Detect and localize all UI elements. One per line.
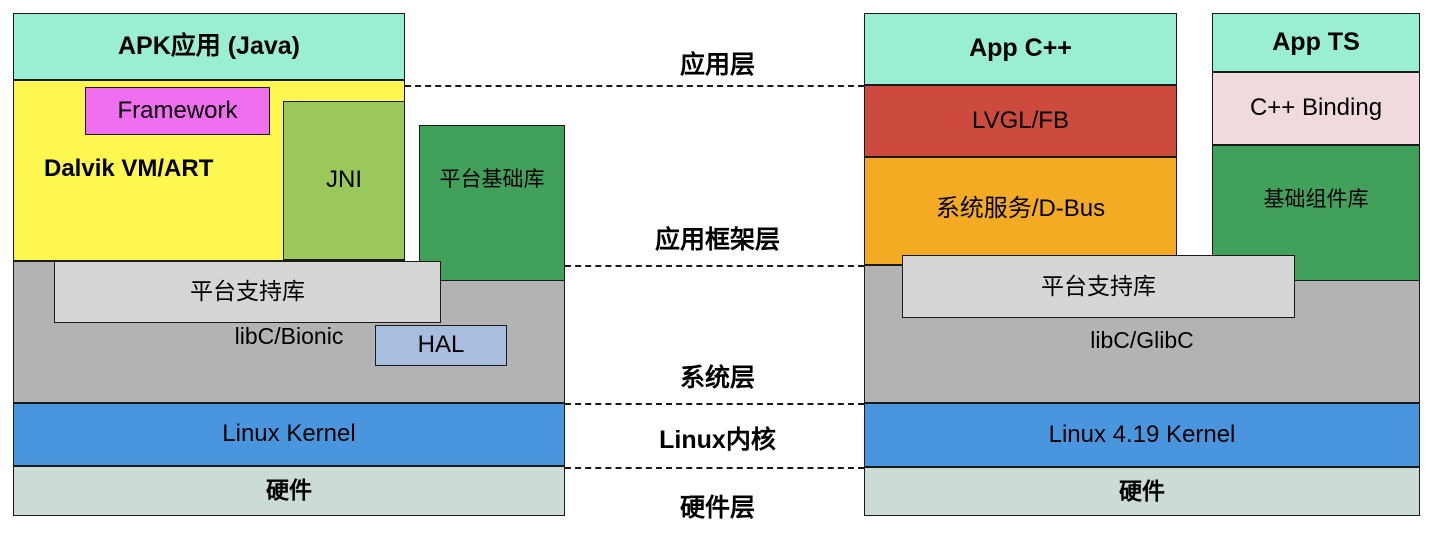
right-block-sys-service-dbus-label: 系统服务/D-Bus: [935, 195, 1106, 222]
layer-caption-framework-label: 应用框架层: [654, 226, 780, 254]
right-block-hardware: 硬件: [864, 467, 1420, 516]
right-block-app-ts-label: App TS: [1272, 27, 1360, 56]
layer-caption-system: 系统层: [575, 358, 860, 394]
left-block-libc-label: libC/Bionic: [234, 323, 344, 349]
layer-caption-hardware-label: 硬件层: [679, 494, 755, 522]
separator-framework-system: [565, 265, 864, 267]
separator-system-kernel: [565, 403, 864, 405]
right-block-lvgl-fb: LVGL/FB: [864, 85, 1177, 157]
layer-caption-system-label: 系统层: [679, 364, 755, 392]
left-block-hal: HAL: [375, 325, 507, 366]
right-block-app-ts: App TS: [1212, 13, 1420, 72]
right-block-platform-support-lib: 平台支持库: [902, 255, 1295, 318]
left-block-dalvik-label: Dalvik VM/ART: [44, 155, 214, 182]
right-block-platform-support-lib-label: 平台支持库: [1041, 272, 1156, 299]
right-block-app-cpp-label: App C++: [969, 34, 1072, 63]
left-block-jni-label: JNI: [326, 166, 362, 194]
left-block-hardware-label: 硬件: [266, 477, 312, 504]
layer-caption-app: 应用层: [575, 45, 860, 81]
separator-app-framework: [405, 85, 864, 87]
right-block-cpp-binding: C++ Binding: [1212, 72, 1420, 145]
right-block-app-cpp: App C++: [864, 13, 1177, 85]
left-block-framework-label: Framework: [117, 96, 238, 124]
layer-caption-app-label: 应用层: [679, 51, 755, 79]
right-block-base-component-lib-label: 基础组件库: [1263, 188, 1369, 211]
left-block-platform-base-lib-label: 平台基础库: [439, 168, 545, 191]
right-block-kernel-label: Linux 4.19 Kernel: [1048, 420, 1236, 448]
left-block-platform-support-lib-label: 平台支持库: [190, 278, 305, 305]
right-block-kernel: Linux 4.19 Kernel: [864, 403, 1420, 467]
right-block-hardware-label: 硬件: [1119, 477, 1165, 504]
separator-kernel-hardware: [565, 467, 864, 469]
left-block-kernel-label: Linux Kernel: [222, 420, 356, 448]
layer-caption-kernel: Linux内核: [575, 420, 860, 456]
layer-caption-framework: 应用框架层: [575, 220, 860, 256]
right-block-libc-label: libC/GlibC: [1090, 327, 1194, 353]
left-block-hardware: 硬件: [13, 466, 565, 516]
left-block-jni: JNI: [283, 101, 405, 260]
left-block-apk-label: APK应用 (Java): [118, 31, 300, 60]
layer-caption-hardware: 硬件层: [575, 488, 860, 524]
layer-caption-kernel-label: Linux内核: [659, 426, 776, 454]
left-block-hal-label: HAL: [417, 331, 465, 359]
left-block-framework: Framework: [85, 87, 270, 135]
left-block-platform-support-lib: 平台支持库: [54, 261, 441, 323]
left-block-apk: APK应用 (Java): [13, 13, 405, 80]
left-block-platform-base-lib: 平台基础库: [419, 125, 565, 281]
right-block-cpp-binding-label: C++ Binding: [1249, 94, 1383, 122]
left-block-kernel: Linux Kernel: [13, 403, 565, 466]
right-block-sys-service-dbus: 系统服务/D-Bus: [864, 157, 1177, 265]
right-block-lvgl-fb-label: LVGL/FB: [972, 106, 1069, 134]
